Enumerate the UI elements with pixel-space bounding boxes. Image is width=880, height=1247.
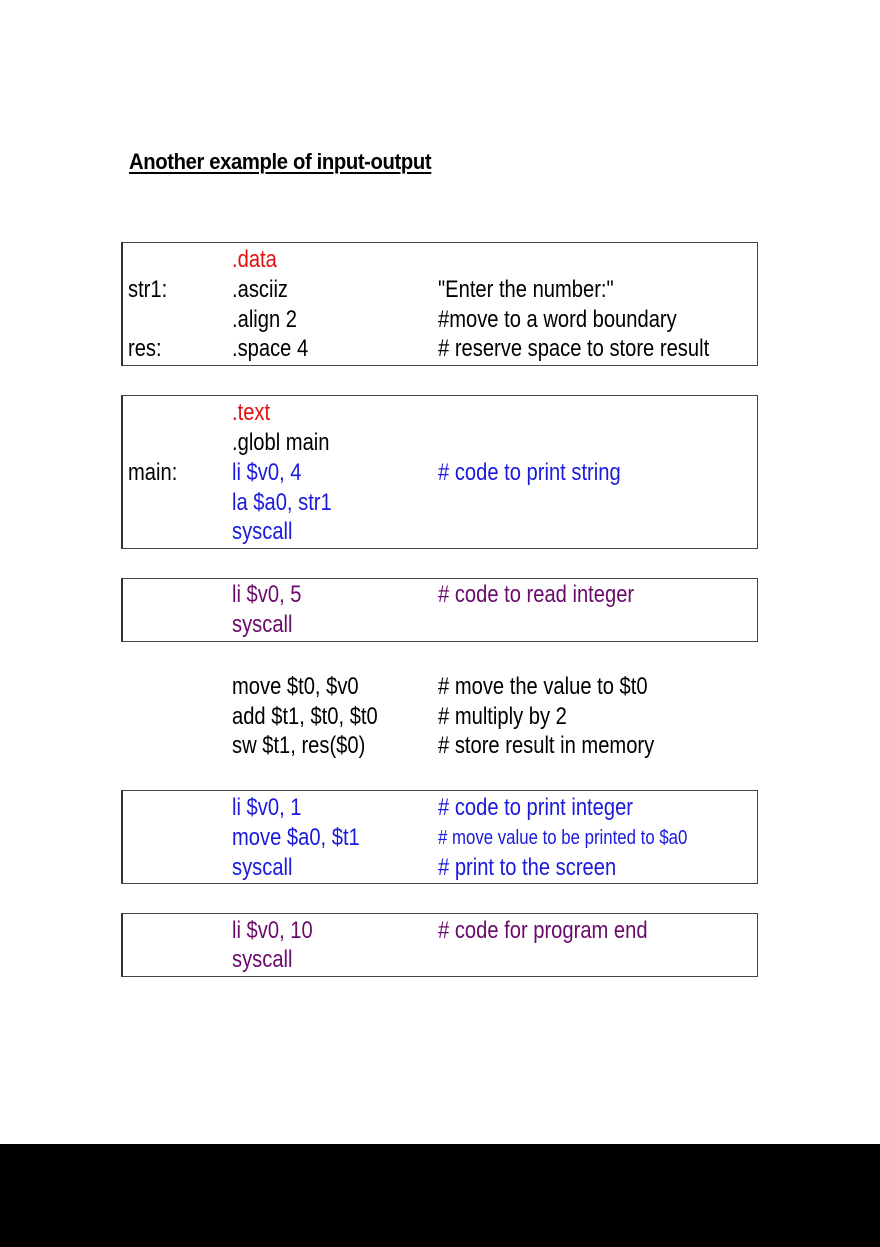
line-instruction: sw $t1, res($0) (232, 732, 366, 759)
code-line: sw $t1, res($0) # store result in memory (121, 731, 758, 761)
line-comment: # multiply by 2 (438, 703, 567, 730)
line-instruction: .globl main (232, 429, 330, 456)
line-comment: # move value to be printed to $a0 (438, 827, 688, 849)
line-instruction: syscall (232, 611, 293, 638)
code-line: .text (121, 398, 758, 428)
line-comment: # code to read integer (438, 581, 635, 608)
code-line: move $a0, $t1 # move value to be printed… (121, 823, 758, 853)
line-comment: # store result in memory (438, 732, 655, 759)
print-integer-box (121, 790, 758, 884)
line-instruction: .data (232, 246, 277, 273)
document-page: Another example of input-output .data st… (121, 149, 758, 977)
text-section-box (121, 395, 758, 549)
line-comment: # print to the screen (438, 854, 617, 881)
line-comment: "Enter the number:" (438, 276, 614, 303)
code-line: la $a0, str1 (121, 488, 758, 518)
code-line: li $v0, 1 # code to print integer (121, 793, 758, 823)
code-line: .align 2 #move to a word boundary (121, 305, 758, 335)
data-section-box (121, 242, 758, 366)
line-comment: # code for program end (438, 917, 648, 944)
line-instruction: syscall (232, 946, 293, 973)
code-line: add $t1, $t0, $t0 # multiply by 2 (121, 702, 758, 732)
code-line: .globl main (121, 428, 758, 458)
code-line: res: .space 4 # reserve space to store r… (121, 334, 758, 364)
line-instruction: .text (232, 399, 271, 426)
code-line: move $t0, $v0 # move the value to $t0 (121, 672, 758, 702)
line-instruction: la $a0, str1 (232, 489, 332, 516)
line-instruction: li $v0, 5 (232, 581, 302, 608)
code-line: str1: .asciiz "Enter the number:" (121, 275, 758, 305)
line-instruction: move $a0, $t1 (232, 824, 360, 851)
read-integer-box (121, 578, 758, 642)
line-instruction: syscall (232, 854, 293, 881)
line-instruction: .space 4 (232, 335, 309, 362)
line-comment: # code to print string (438, 459, 621, 486)
line-comment: # code to print integer (438, 794, 634, 821)
line-instruction: li $v0, 10 (232, 917, 313, 944)
code-line: .data (121, 245, 758, 275)
line-instruction: add $t1, $t0, $t0 (232, 703, 378, 730)
black-margin-band (0, 1144, 880, 1247)
page-title: Another example of input-output (129, 149, 432, 174)
code-line: syscall # print to the screen (121, 853, 758, 883)
line-label: str1: (128, 276, 168, 303)
line-instruction: li $v0, 4 (232, 459, 302, 486)
code-line: syscall (121, 517, 758, 547)
code-line: syscall (121, 610, 758, 640)
code-line: li $v0, 10 # code for program end (121, 916, 758, 946)
line-instruction: .asciiz (232, 276, 289, 303)
line-instruction: .align 2 (232, 306, 298, 333)
program-end-box (121, 913, 758, 977)
code-line: main: li $v0, 4 # code to print string (121, 458, 758, 488)
line-instruction: li $v0, 1 (232, 794, 302, 821)
line-comment: # move the value to $t0 (438, 673, 648, 700)
line-comment: # reserve space to store result (438, 335, 710, 362)
line-label: main: (128, 459, 178, 486)
line-comment: #move to a word boundary (438, 306, 677, 333)
code-line: syscall (121, 945, 758, 975)
line-instruction: move $t0, $v0 (232, 673, 359, 700)
code-line: li $v0, 5 # code to read integer (121, 580, 758, 610)
line-label: res: (128, 335, 162, 362)
line-instruction: syscall (232, 518, 293, 545)
